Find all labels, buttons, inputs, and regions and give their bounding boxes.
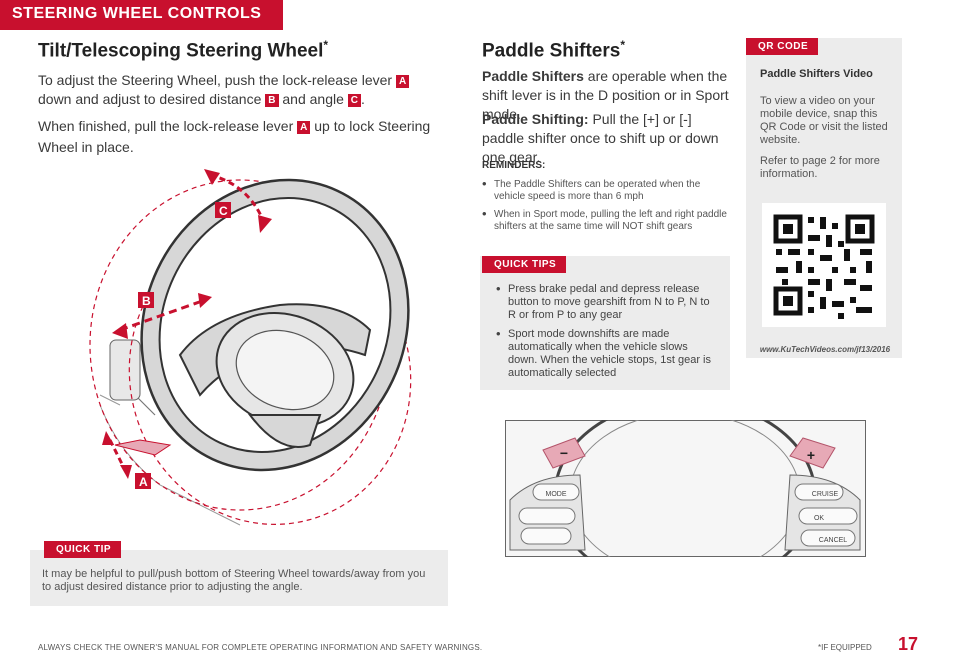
quick-tips-list: Press brake pedal and depress release bu… bbox=[496, 282, 718, 386]
plus-paddle-label: + bbox=[807, 447, 815, 463]
quick-tip-box: It may be helpful to pull/push bottom of… bbox=[30, 550, 448, 606]
reminders: REMINDERS: The Paddle Shifters can be op… bbox=[482, 156, 732, 239]
plus-paddle bbox=[789, 437, 836, 469]
qr-code-image[interactable] bbox=[762, 203, 886, 327]
minus-paddle bbox=[542, 437, 586, 469]
mode-button-label: MODE bbox=[546, 491, 567, 498]
badge-c: C bbox=[347, 94, 362, 107]
badge-a: A bbox=[395, 75, 410, 88]
quick-tips-item: Press brake pedal and depress release bu… bbox=[496, 282, 718, 322]
label-c-marker bbox=[215, 202, 231, 218]
minus-paddle-label: − bbox=[560, 445, 568, 461]
qr-title: Paddle Shifters Video bbox=[760, 68, 873, 80]
qr-text-2: Refer to page 2 for more information. bbox=[760, 155, 880, 180]
qr-tab: QR CODE bbox=[746, 38, 819, 55]
page-number: 17 bbox=[898, 634, 919, 654]
cruise-button-label: CRUISE bbox=[812, 491, 839, 498]
quick-tips-tab: QUICK TIPS bbox=[482, 256, 567, 273]
label-b: B bbox=[142, 294, 151, 308]
tilt-para-2: When finished, pull the lock-release lev… bbox=[38, 118, 431, 155]
qr-text-1: To view a video on your mobile device, s… bbox=[760, 95, 888, 146]
badge-b: B bbox=[265, 94, 279, 107]
quick-tip-text: It may be helpful to pull/push bottom of… bbox=[42, 568, 426, 593]
quick-tips-box: Press brake pedal and depress release bu… bbox=[480, 256, 730, 390]
badge-a-2: A bbox=[297, 121, 311, 134]
qr-url-link[interactable]: www.KuTechVideos.com/jf13/2016 bbox=[759, 345, 891, 354]
paddle-title: Paddle Shifters* bbox=[482, 38, 625, 62]
steering-wheel-illustration: C B A bbox=[89, 169, 412, 526]
section-header: STEERING WHEEL CONTROLS bbox=[0, 0, 283, 30]
reminder-item: When in Sport mode, pulling the left and… bbox=[482, 208, 732, 233]
label-a-marker bbox=[135, 473, 151, 489]
quick-tips-item: Sport mode downshifts are made automatic… bbox=[496, 327, 718, 380]
reminders-title: REMINDERS: bbox=[482, 160, 546, 171]
label-b-marker bbox=[138, 292, 154, 308]
reminder-item: The Paddle Shifters can be operated when… bbox=[482, 178, 732, 203]
reminders-list: The Paddle Shifters can be operated when… bbox=[482, 178, 732, 233]
quick-tip-tab: QUICK TIP bbox=[44, 541, 122, 558]
paddle-para-1: Paddle Shifters are operable when the sh… bbox=[482, 68, 729, 122]
paddle-shifter-illustration: MODE CRUISE OK CANCEL − + bbox=[505, 420, 866, 557]
footer-disclaimer: ALWAYS CHECK THE OWNER'S MANUAL FOR COMP… bbox=[38, 643, 483, 652]
footer-if-equipped: *IF EQUIPPED bbox=[818, 643, 872, 652]
label-c: C bbox=[219, 204, 228, 218]
cancel-button-label: CANCEL bbox=[819, 537, 848, 544]
qr-code-icon bbox=[773, 214, 875, 319]
paddle-para-2: Paddle Shifting: Pull the [+] or [-] pad… bbox=[482, 111, 719, 165]
label-a: A bbox=[139, 475, 148, 489]
tilt-title: Tilt/Telescoping Steering Wheel* bbox=[38, 38, 329, 62]
section-title: STEERING WHEEL CONTROLS bbox=[12, 5, 262, 22]
ok-button-label: OK bbox=[814, 515, 824, 522]
tilt-para-1: To adjust the Steering Wheel, push the l… bbox=[38, 71, 438, 109]
qr-box: Paddle Shifters Video To view a video on… bbox=[746, 38, 902, 358]
